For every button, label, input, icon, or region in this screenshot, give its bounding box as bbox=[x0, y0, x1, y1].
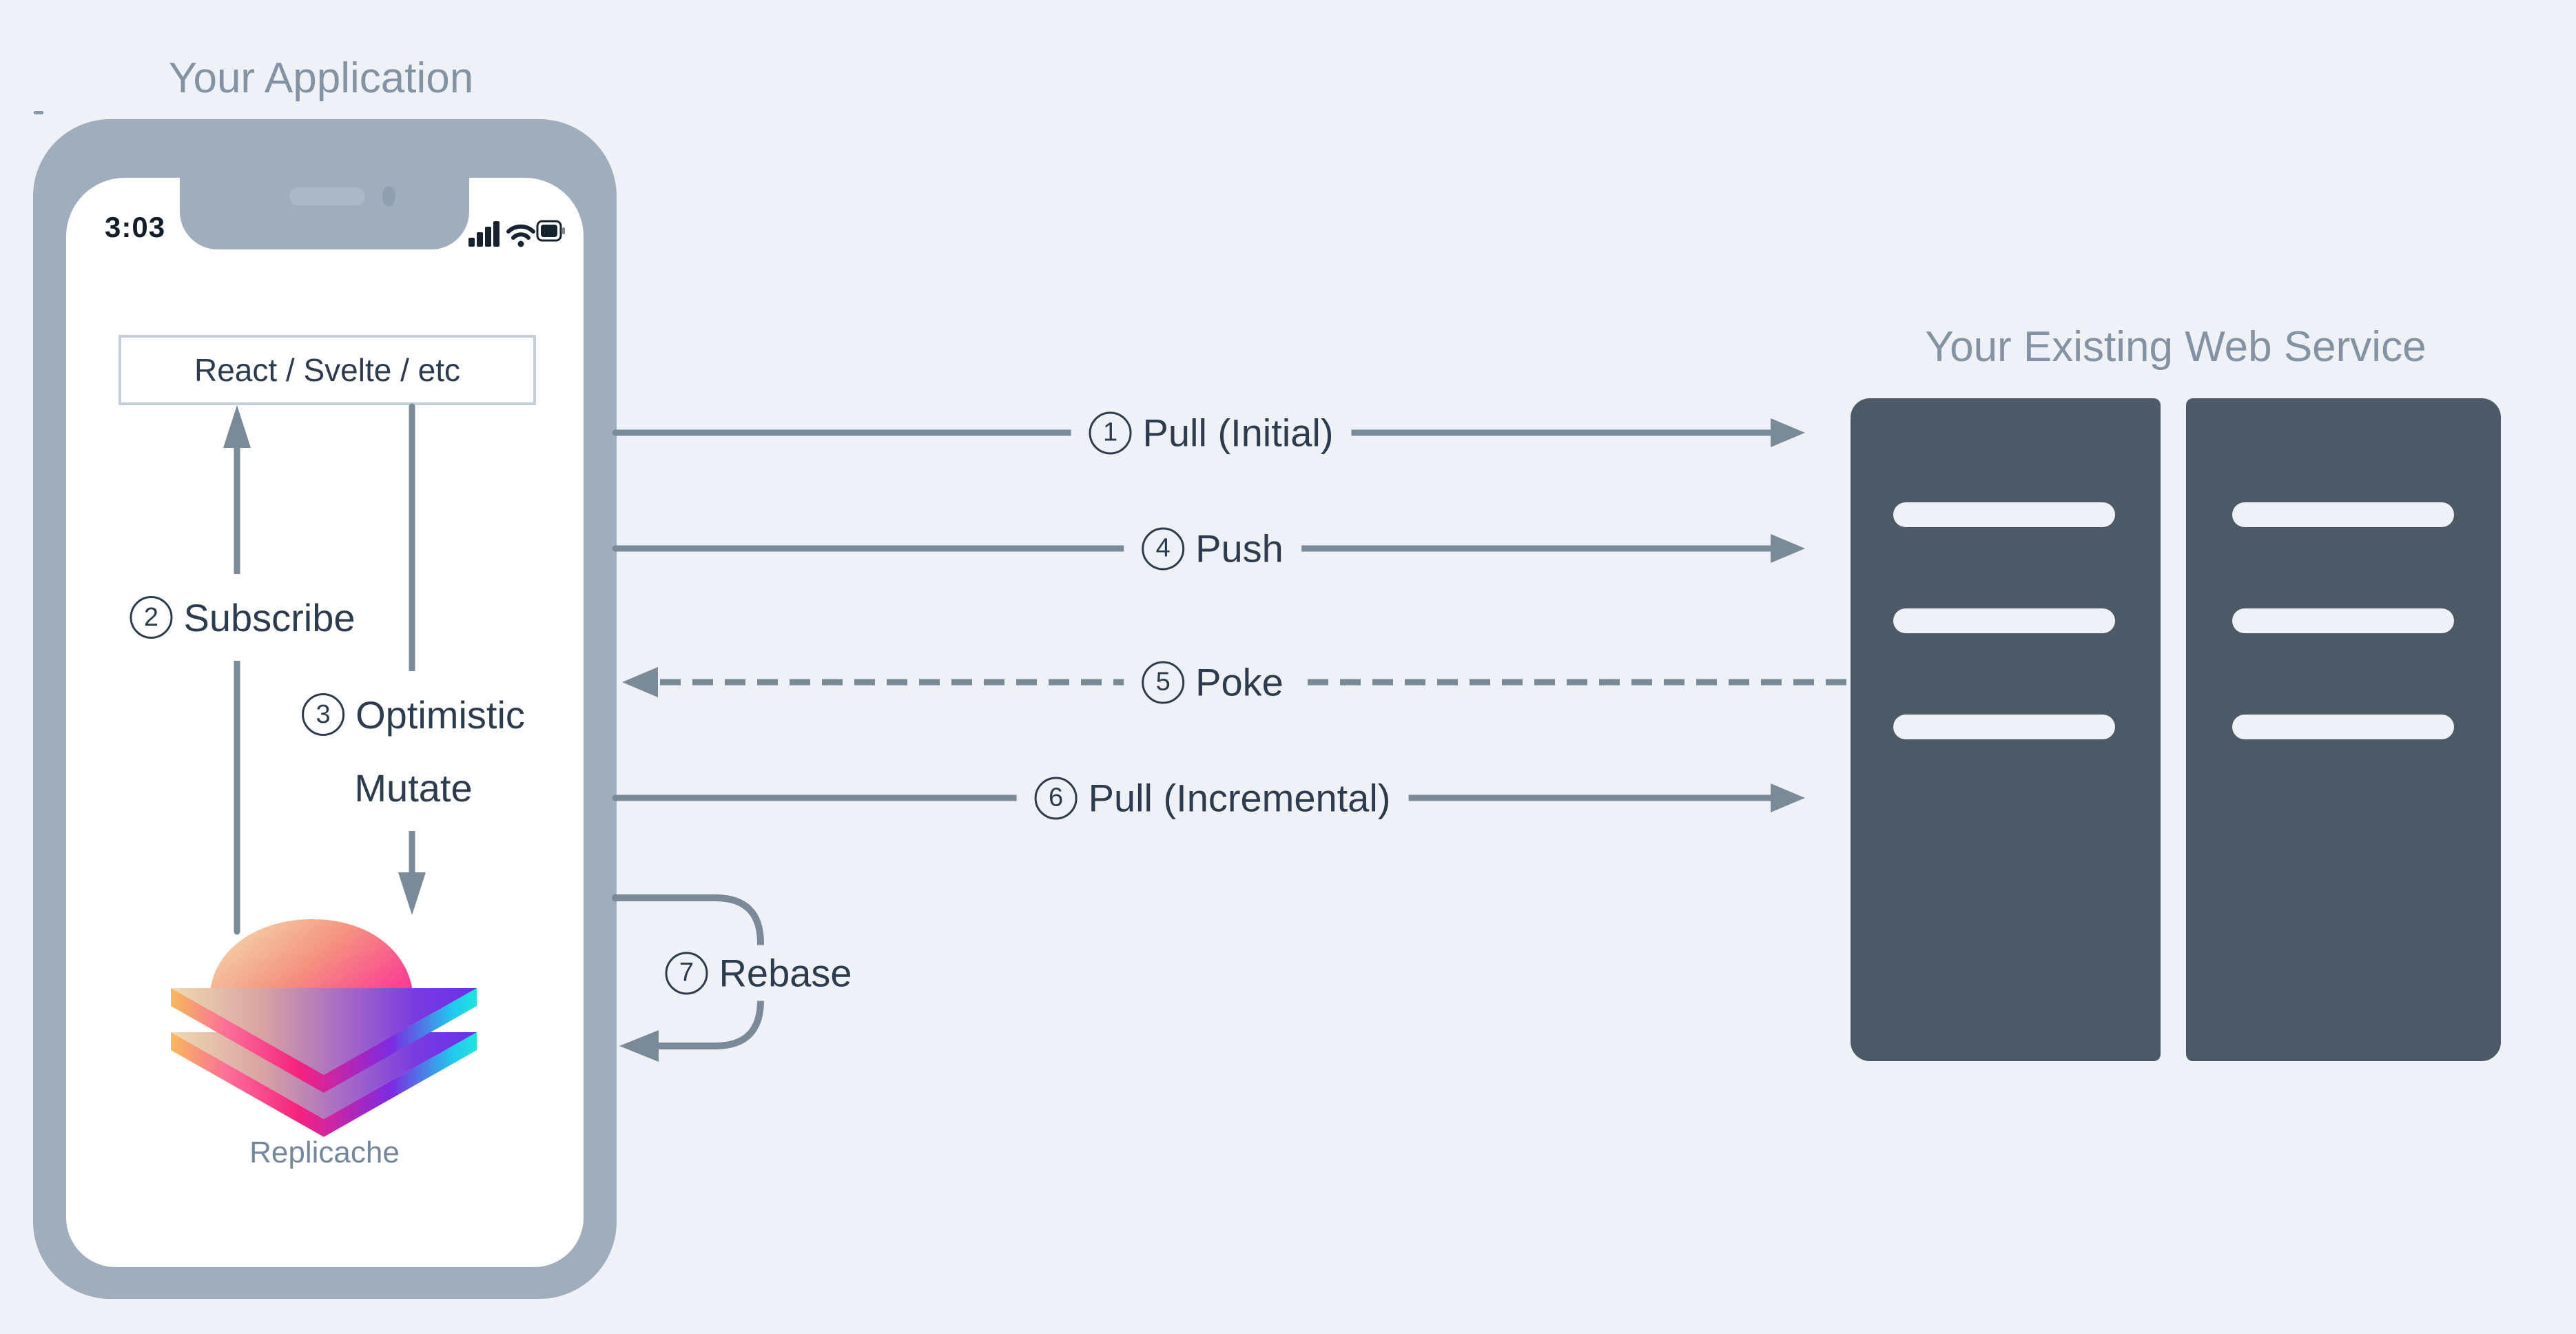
flow-text: Pull (Incremental) bbox=[1088, 776, 1391, 820]
flow-text: Rebase bbox=[719, 951, 852, 995]
flow-text: Push bbox=[1195, 526, 1284, 571]
phone-notch bbox=[180, 174, 469, 249]
flow-text: Subscribe bbox=[183, 595, 356, 639]
flow-number: 1 bbox=[1089, 411, 1132, 454]
server-slot bbox=[2232, 608, 2454, 633]
flow-number: 3 bbox=[302, 693, 345, 736]
flow-number: 6 bbox=[1034, 777, 1078, 819]
flow-number: 7 bbox=[665, 952, 708, 994]
flow-label-subscribe: 2 Subscribe bbox=[106, 574, 379, 661]
flow-label-push: 4 Push bbox=[1124, 520, 1301, 577]
flow-label-poke: 5 Poke bbox=[1124, 654, 1301, 710]
flow-label-pull-initial: 1 Pull (Initial) bbox=[1071, 404, 1352, 461]
flow-text: Pull (Initial) bbox=[1142, 411, 1334, 455]
server-slot bbox=[2232, 502, 2454, 527]
battery-icon bbox=[536, 220, 565, 242]
replicache-logo-icon bbox=[171, 919, 477, 1137]
flow-number: 4 bbox=[1142, 527, 1185, 570]
signal-icon bbox=[468, 221, 499, 247]
flow-number: 2 bbox=[130, 596, 173, 639]
flow-number: 5 bbox=[1142, 661, 1185, 704]
logo-label: Replicache bbox=[249, 1136, 400, 1169]
flow-label-optimistic-mutate: 3 Optimistic Mutate bbox=[282, 671, 544, 831]
wifi-icon bbox=[506, 224, 535, 247]
server-tower-right bbox=[2186, 398, 2501, 1061]
server-slot bbox=[1893, 715, 2115, 739]
server-slot bbox=[2232, 715, 2454, 739]
flow-label-pull-incremental: 6 Pull (Incremental) bbox=[1016, 770, 1409, 826]
status-time: 3:03 bbox=[105, 211, 166, 243]
app-title: Your Application bbox=[168, 54, 474, 102]
flow-text: Poke bbox=[1195, 660, 1284, 704]
flow-text: Optimistic bbox=[356, 692, 525, 737]
flow-text: Mutate bbox=[354, 766, 473, 810]
server-tower-left bbox=[1851, 398, 2161, 1061]
server-slot bbox=[1893, 502, 2115, 527]
service-title: Your Existing Web Service bbox=[1925, 323, 2426, 371]
framework-box: React / Svelte / etc bbox=[119, 335, 536, 405]
flow-label-rebase: 7 Rebase bbox=[647, 945, 870, 1001]
stray-dash bbox=[34, 111, 43, 114]
speaker-slot-icon bbox=[289, 187, 365, 205]
status-icons bbox=[468, 220, 565, 247]
camera-dot-icon bbox=[382, 186, 395, 207]
server-slot bbox=[1893, 608, 2115, 633]
